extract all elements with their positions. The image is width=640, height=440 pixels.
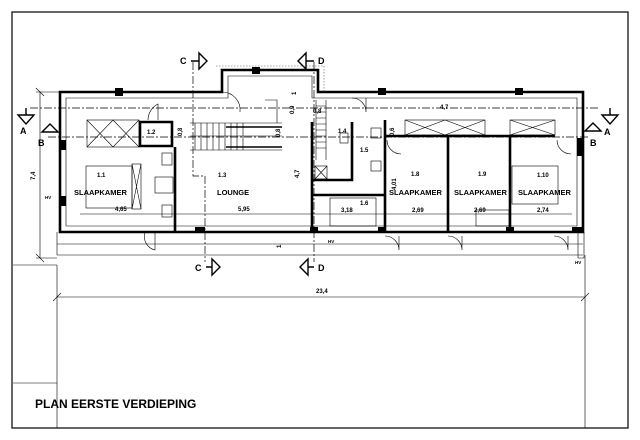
svg-text:1.2: 1.2 xyxy=(147,130,156,136)
svg-text:2,74: 2,74 xyxy=(537,208,549,214)
hv-marker: HV xyxy=(575,260,581,265)
svg-text:4,01: 4,01 xyxy=(392,178,398,190)
section-marker-d-bottom: D xyxy=(299,257,325,277)
svg-text:LOUNGE: LOUNGE xyxy=(217,188,249,197)
room-1-1: 1.1 SLAAPKAMER 4,65 xyxy=(74,173,128,213)
building-walls xyxy=(56,65,585,259)
section-marker-a-left: A xyxy=(16,108,36,136)
section-marker-c-top: C xyxy=(180,51,208,71)
section-marker-a-right: A xyxy=(600,108,620,137)
svg-text:0,9: 0,9 xyxy=(290,105,296,114)
overall-dimension: 23,4 xyxy=(52,289,590,302)
room-1-10: 1.10 SLAAPKAMER 2,74 xyxy=(518,173,572,214)
sheet-frame xyxy=(11,11,629,429)
svg-text:1.4: 1.4 xyxy=(338,129,347,135)
svg-text:1.8: 1.8 xyxy=(411,172,420,178)
svg-text:A: A xyxy=(604,127,611,137)
doors xyxy=(144,91,572,251)
svg-text:7,4: 7,4 xyxy=(31,171,37,180)
drawing-title: PLAN EERSTE VERDIEPING xyxy=(35,397,196,411)
section-marker-b-right: B xyxy=(583,122,603,148)
svg-text:1.1: 1.1 xyxy=(97,173,106,179)
svg-text:C: C xyxy=(195,263,202,273)
svg-text:0,8: 0,8 xyxy=(178,127,184,136)
room-1-5: 1.5 xyxy=(360,148,369,154)
svg-text:4,7: 4,7 xyxy=(295,169,301,178)
wardrobes xyxy=(86,119,556,180)
svg-text:1: 1 xyxy=(292,91,298,95)
depth-dimension: 7,4 xyxy=(31,87,60,263)
furniture xyxy=(85,127,559,227)
room-1-4: 1.4 xyxy=(338,129,347,135)
svg-text:SLAAPKAMER: SLAAPKAMER xyxy=(389,188,443,197)
room-1-9: 1.9 SLAAPKAMER 2,69 xyxy=(454,172,508,214)
svg-text:1.5: 1.5 xyxy=(360,148,369,154)
svg-text:SLAAPKAMER: SLAAPKAMER xyxy=(454,188,508,197)
frame-guides xyxy=(13,255,586,428)
room-1-8: 1.8 SLAAPKAMER 2,69 xyxy=(389,172,443,214)
room-1-6: 1.6 3,18 xyxy=(341,201,369,214)
svg-text:0,6: 0,6 xyxy=(390,127,396,136)
section-marker-c-bottom: C xyxy=(195,257,221,277)
svg-text:5,95: 5,95 xyxy=(238,207,250,213)
small-dimensions: 0,8 0,8 0,9 0,6 1 1 0,8 4,7 4,7 4,01 xyxy=(80,91,572,248)
svg-text:SLAAPKAMER: SLAAPKAMER xyxy=(74,188,128,197)
svg-text:1.10: 1.10 xyxy=(537,173,549,179)
svg-text:4,7: 4,7 xyxy=(440,105,449,111)
svg-text:1.3: 1.3 xyxy=(218,173,227,179)
svg-text:C: C xyxy=(180,56,187,66)
room-1-3-lounge: 1.3 LOUNGE 5,95 xyxy=(217,173,250,213)
svg-text:B: B xyxy=(590,138,597,148)
svg-text:B: B xyxy=(38,138,45,148)
staircase xyxy=(190,99,327,160)
section-marker-b-left: B xyxy=(38,123,60,148)
svg-text:3,18: 3,18 xyxy=(341,208,353,214)
svg-text:0,8: 0,8 xyxy=(313,109,322,115)
svg-text:2,69: 2,69 xyxy=(474,208,486,214)
svg-text:D: D xyxy=(318,263,325,273)
svg-text:1: 1 xyxy=(277,244,283,248)
section-line-c xyxy=(192,62,206,262)
svg-text:4,65: 4,65 xyxy=(115,207,127,213)
svg-text:0,8: 0,8 xyxy=(276,128,282,137)
svg-text:D: D xyxy=(318,56,325,66)
svg-text:23,4: 23,4 xyxy=(316,289,328,295)
section-marker-d-top: D xyxy=(297,51,325,71)
svg-text:1.6: 1.6 xyxy=(360,201,369,207)
svg-text:1.9: 1.9 xyxy=(478,172,487,178)
room-1-2: 1.2 xyxy=(147,130,156,136)
svg-text:A: A xyxy=(20,126,27,136)
svg-text:2,69: 2,69 xyxy=(412,208,424,214)
svg-text:SLAAPKAMER: SLAAPKAMER xyxy=(518,188,572,197)
hv-marker: HV xyxy=(328,239,334,244)
hv-marker: HV xyxy=(45,195,51,200)
